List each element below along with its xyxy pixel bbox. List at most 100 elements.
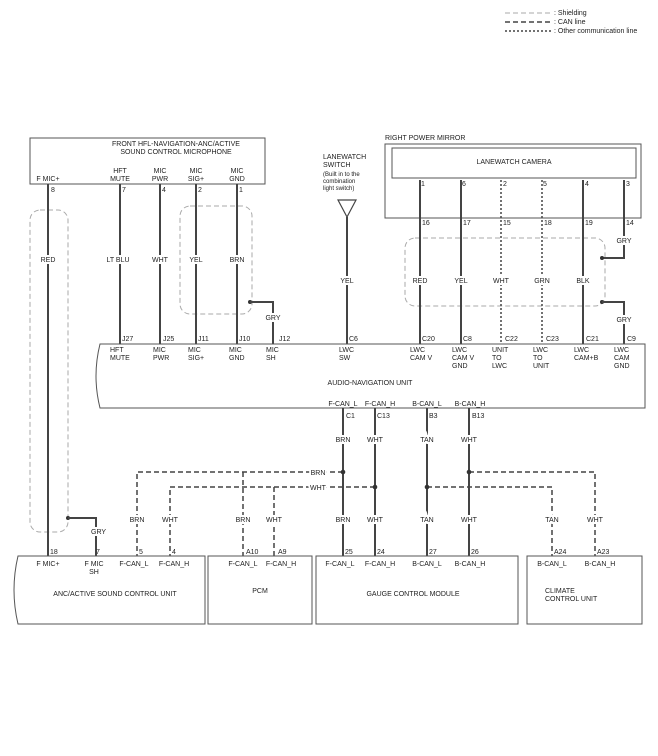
- anu-pin-label: CAM V: [410, 355, 433, 362]
- anc-pin-label: F MIC+: [36, 561, 59, 568]
- lanewatch-camera-box: [391, 147, 637, 179]
- anu-pin-number: C21: [586, 336, 599, 343]
- anu-pin-label: MUTE: [110, 355, 130, 362]
- bcan-l-bus: [427, 486, 553, 556]
- mic-pin-label: GND: [229, 176, 245, 183]
- anu-pin-label: GND: [229, 355, 245, 362]
- legend-other-label: : Other communication line: [554, 28, 637, 35]
- anu-pin-label: CAM: [614, 355, 630, 362]
- anu-pin-number: C20: [422, 336, 435, 343]
- mirror-pin-number: 6: [462, 181, 466, 188]
- climate-box: [526, 555, 643, 625]
- anu-can-pin: C13: [377, 413, 390, 420]
- anc-title: ANC/ACTIVE SOUND CONTROL UNIT: [53, 591, 177, 598]
- mirror-wire-number: 17: [463, 220, 471, 227]
- mirror-pin-number: 1: [421, 181, 425, 188]
- climate-pin-number: A24: [554, 549, 567, 556]
- lanewatch-switch-label: SWITCH: [323, 162, 351, 169]
- anu-pin-label: LWC: [339, 347, 354, 354]
- wire-color-label: YEL: [454, 278, 467, 285]
- wire-color-label: BRN: [236, 517, 251, 524]
- legend: : Shielding : CAN line : Other communica…: [505, 10, 637, 35]
- wire-color-label: GRY: [616, 238, 631, 245]
- mirror-title: RIGHT POWER MIRROR: [385, 135, 465, 142]
- microphone-component: FRONT HFL-NAVIGATION-ANC/ACTIVE SOUND CO…: [29, 137, 266, 194]
- gauge-pin-number: 24: [377, 549, 385, 556]
- legend-shielding-label: : Shielding: [554, 10, 587, 17]
- fcan-l-bus: [136, 471, 343, 556]
- wire-color-label: GRN: [534, 278, 550, 285]
- wire-color-label: WHT: [367, 437, 384, 444]
- anu-pin-number: J11: [198, 336, 209, 343]
- mic-pin-label: PWR: [152, 176, 168, 183]
- bcan-h-bus: [469, 471, 596, 556]
- lanewatch-switch-note: light switch): [323, 186, 354, 192]
- gauge-pin-label: B-CAN_H: [455, 561, 486, 568]
- anu-can-label: B-CAN_L: [412, 401, 442, 408]
- anu-pin-number: C23: [546, 336, 559, 343]
- climate-pin-label: B-CAN_H: [585, 561, 616, 568]
- splice-dot: [424, 484, 430, 490]
- shield-mic-sig: [179, 205, 253, 315]
- wire-cam-gnd-gry: [602, 301, 625, 344]
- anu-pin-label: LWC: [410, 347, 425, 354]
- anu-pin-label: LWC: [533, 347, 548, 354]
- mic-pin-label: MUTE: [110, 176, 130, 183]
- wire-color-label: LT BLU: [106, 257, 129, 264]
- anu-pin-number: J27: [122, 336, 133, 343]
- splice-dot: [340, 469, 346, 475]
- anu-pin-label: UNIT: [533, 363, 550, 370]
- gauge-control-module: 25 24 27 26 F-CAN_L F-CAN_H B-CAN_L B-CA…: [315, 549, 519, 625]
- anu-title: AUDIO-NAVIGATION UNIT: [328, 380, 414, 387]
- anu-pin-label: PWR: [153, 355, 169, 362]
- microphone-box: [29, 137, 266, 185]
- mic-pin-label: SIG+: [188, 176, 204, 183]
- anu-pin-label: TO: [492, 355, 502, 362]
- wire-color-label: RED: [413, 278, 428, 285]
- anu-box: [95, 343, 646, 409]
- anu-pin-label: LWC: [614, 347, 629, 354]
- gauge-pin-label: F-CAN_L: [325, 561, 354, 568]
- anu-pin-label: CAM+B: [574, 355, 599, 362]
- anu-pin-number: J10: [239, 336, 250, 343]
- pcm-title: PCM: [252, 588, 268, 595]
- gauge-pin-number: 26: [471, 549, 479, 556]
- mirror-wire-number: 18: [544, 220, 552, 227]
- lanewatch-switch-note: (Built in to the: [323, 172, 360, 178]
- wire-cam-gry: [602, 180, 625, 259]
- wire-color-label: YEL: [340, 278, 353, 285]
- wire-color-label: TAN: [545, 517, 558, 524]
- anu-pin-label: MIC: [229, 347, 242, 354]
- wire-color-label: GRY: [265, 315, 280, 322]
- wire-color-label: TAN: [420, 437, 433, 444]
- shield-camera: [404, 237, 606, 307]
- anc-pin-number: 5: [139, 549, 143, 556]
- bus-color-label: BRN: [311, 470, 326, 477]
- anu-can-label: B-CAN_H: [455, 401, 486, 408]
- pcm-box: [207, 555, 313, 625]
- wire-color-label: WHT: [162, 517, 179, 524]
- anu-pin-label: MIC: [188, 347, 201, 354]
- climate-pin-number: A23: [597, 549, 610, 556]
- mirror-pin-number: 2: [503, 181, 507, 188]
- wire-color-label: WHT: [461, 437, 478, 444]
- pcm-unit: A10 A9 F-CAN_L F-CAN_H PCM: [207, 549, 313, 625]
- legend-can-label: : CAN line: [554, 19, 586, 26]
- wire-color-label: WHT: [493, 278, 510, 285]
- anu-can-pin: B3: [429, 413, 438, 420]
- wire-color-label: WHT: [461, 517, 478, 524]
- anc-pin-label: F-CAN_H: [159, 561, 189, 568]
- gauge-pin-label: B-CAN_L: [412, 561, 442, 568]
- wire-color-label: WHT: [266, 517, 283, 524]
- mirror-pin-number: 4: [585, 181, 589, 188]
- wire-color-label: WHT: [367, 517, 384, 524]
- mic-pin-label: MIC: [190, 168, 203, 175]
- anu-pin-label: GND: [614, 363, 630, 370]
- anu-pin-label: UNIT: [492, 347, 509, 354]
- mic-pin-number: 7: [122, 187, 126, 194]
- switch-ground-symbol: [337, 199, 357, 219]
- bus-color-label: WHT: [310, 485, 327, 492]
- anu-pin-label: SIG+: [188, 355, 204, 362]
